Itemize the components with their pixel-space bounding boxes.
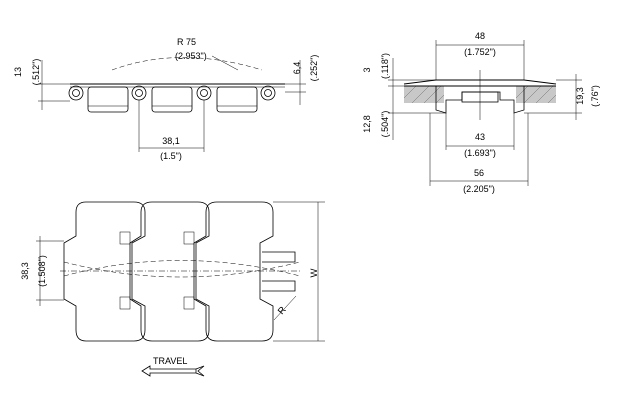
height-mm: 13: [13, 67, 23, 77]
width-in: (1.508"): [37, 255, 47, 287]
top-width-mm: 48: [475, 31, 485, 41]
track-right: [516, 86, 556, 103]
inner-width-in: (1.693"): [464, 148, 496, 158]
inner-width-mm: 43: [475, 132, 485, 142]
hinge-bodies: [87, 86, 258, 113]
total-height-mm: 19,3: [575, 87, 585, 105]
curve-line: [63, 260, 301, 277]
pitch-mm: 38,1: [162, 136, 180, 146]
plan-view: 38,3 (1.508") W R TRAVEL: [20, 201, 325, 377]
radius-mm: R 75: [177, 37, 196, 47]
r-label: R: [276, 304, 289, 316]
travel-arrow-icon: [141, 365, 205, 377]
hinge-circles: [68, 85, 276, 101]
plate-thk-in: (.118"): [380, 53, 390, 79]
top-width-in: (1.752"): [464, 47, 496, 57]
track-left: [404, 86, 444, 103]
travel-label: TRAVEL: [153, 356, 187, 366]
radius-arc: [111, 57, 263, 71]
overall-width-in: (2.205"): [463, 184, 495, 194]
side-view: 13 (.512") R 75 (2.953") 6,4 (.252") 38,…: [13, 37, 319, 161]
plate-2: [129, 201, 210, 342]
thickness-in: (.252"): [309, 55, 319, 82]
plate-3: [193, 201, 274, 342]
radius-in: (2.953"): [175, 51, 207, 61]
w-label: W: [309, 268, 320, 277]
hinge-depth-mm: 12,8: [362, 115, 372, 133]
hinge-tab-right: [262, 251, 296, 263]
hinge-depth-in: (.504"): [380, 111, 390, 138]
width-mm: 38,3: [20, 262, 30, 280]
plate-1: [63, 201, 146, 342]
thickness-mm: 6,4: [292, 62, 302, 75]
section-view: 48 (1.752") 3 (.118") 12,8 (.504") 19,3 …: [362, 31, 600, 194]
overall-width-mm: 56: [474, 168, 484, 178]
plate-thk-mm: 3: [362, 67, 372, 72]
height-in: (.512"): [31, 59, 41, 86]
pitch-in: (1.5"): [160, 151, 182, 161]
total-height-in: (.76"): [590, 85, 600, 107]
